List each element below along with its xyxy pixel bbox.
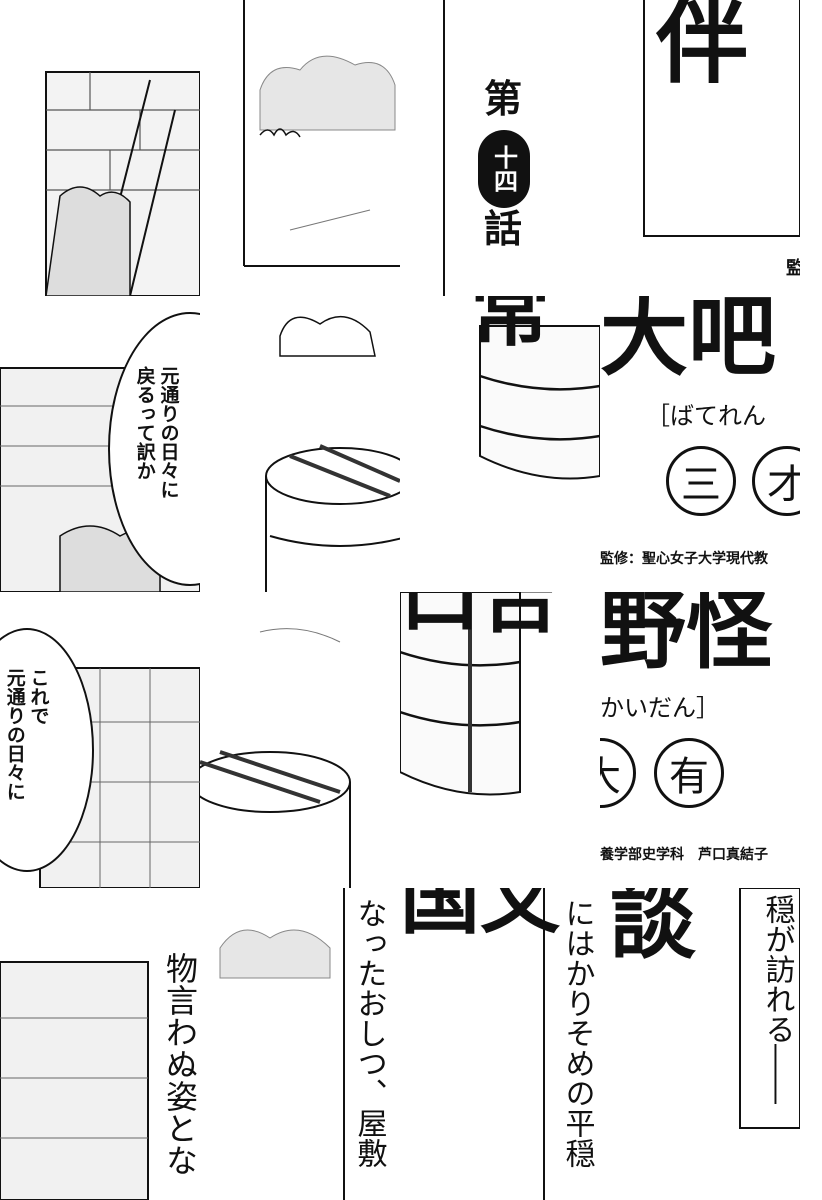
panel-chapter-number: 第 十四 話 <box>400 0 600 296</box>
credit-line-2: 養学部史学科 芦口真結子 <box>600 847 768 863</box>
credit-line-1: 監修：聖心女子大学現代教 <box>600 551 768 567</box>
field-art-2 <box>219 888 345 1200</box>
panel-narration-a: 物言わぬ姿とな <box>0 888 200 1200</box>
title-fragment-row2: 大吧 <box>600 296 777 388</box>
title-fragment-row2-left: 常 <box>470 296 550 357</box>
chapter-number-badge: 十四 <box>478 130 530 208</box>
barrel-art <box>265 315 400 592</box>
panel-title-main-2: 野怪 かいだん］ 大 有 養学部史学科 芦口真結子 <box>600 592 800 888</box>
title-fragment-row4-left: 国又 <box>400 888 560 945</box>
narration-frame-2 <box>739 888 800 1129</box>
barrel-hoop-art <box>479 325 600 480</box>
chapter-dai: 第 <box>484 76 523 121</box>
panel-barrel-title: 常 <box>400 296 600 592</box>
speech-line-2: 戻るって訳か <box>133 366 156 480</box>
barrel-art-2 <box>200 628 351 888</box>
panel-narration-b: なったおしつ、屋敷 <box>200 888 400 1200</box>
speech-bubble-1-text: 元通りの日々に 戻るって訳か <box>132 366 180 499</box>
panel-narration-c: 国又 にはかりそめの平穏 <box>400 888 600 1200</box>
name-circle-1: 三 <box>666 446 736 516</box>
title-fragment-row3: 野怪 <box>600 592 772 681</box>
speech-line-4: 元通りの日々に <box>3 668 26 801</box>
narration-col-a: 物言わぬ姿とな <box>161 952 199 1176</box>
speech-line-3: これで <box>27 668 50 725</box>
panel-narration-d: 談 穏が訪れる―― <box>600 888 800 1200</box>
panel-bubble-wall: 元通りの日々に 戻るって訳か <box>0 296 200 592</box>
title-corner: 監 <box>786 258 800 279</box>
title-fragment-top: 伴 <box>656 0 749 96</box>
narration-col-b: なったおしつ、屋敷 <box>351 898 387 1168</box>
stone-wall-tree-art <box>45 71 200 296</box>
ruby-text-1: ［ばてれん <box>646 402 766 430</box>
speech-line-1: 元通りの日々に <box>157 366 180 499</box>
name-circle-4: 有 <box>654 738 724 808</box>
chapter-frame-lines <box>443 0 445 296</box>
narration-col-c: にはかりそめの平穏 <box>559 898 595 1168</box>
chapter-number: 十四 <box>489 145 518 193</box>
narration-col-d: 穏が訪れる―― <box>759 894 795 1104</box>
chapter-wa: 話 <box>484 206 523 251</box>
panel-title-top: 伴 監 <box>600 0 800 296</box>
panel-barrel-field <box>200 296 400 592</box>
name-circle-2: 才 <box>752 446 800 516</box>
panel-barrel-3: 口吉 <box>400 592 600 888</box>
wall-art-3 <box>0 961 149 1200</box>
name-circle-3: 大 <box>600 738 636 808</box>
panel-field-bush <box>200 0 400 296</box>
ruby-text-2: かいだん］ <box>600 694 720 722</box>
speech-bubble-2-text: これで 元通りの日々に <box>2 668 50 801</box>
panel-title-main-1: 大吧 ［ばてれん 三 才 監修：聖心女子大学現代教 <box>600 296 800 592</box>
panel-bubble-2: これで 元通りの日々に <box>0 592 200 888</box>
panel-barrel-2 <box>200 592 400 888</box>
panel-stone-wall-tree <box>0 0 200 296</box>
barrel-hoop-art-2 <box>400 592 521 796</box>
field-bush-art <box>243 0 400 267</box>
title-frame <box>643 0 800 237</box>
title-fragment-row4: 談 <box>610 888 696 971</box>
narration-frame <box>543 888 545 1200</box>
title-fragment-row3-left: 口吉 <box>400 592 560 643</box>
